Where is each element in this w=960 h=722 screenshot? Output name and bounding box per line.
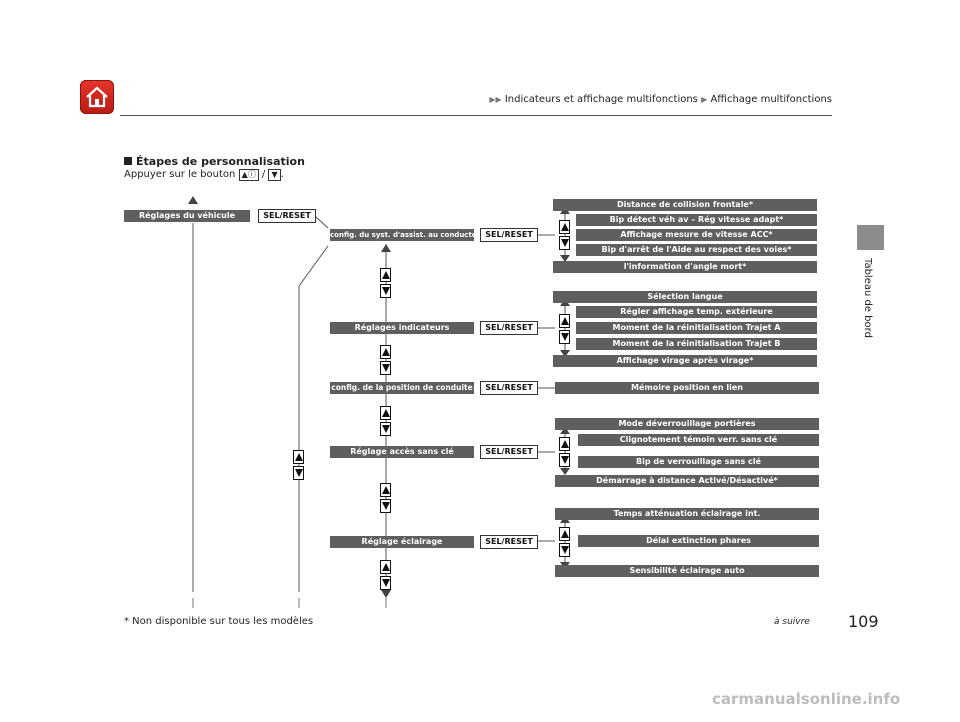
up-down-arrows-icon — [380, 268, 391, 298]
sel-reset-button[interactable]: SEL/RESET — [258, 209, 316, 223]
lighting-item[interactable]: Temps atténuation éclairage int. — [555, 508, 819, 520]
breadcrumb: ▶▶ Indicateurs et affichage multifonctio… — [489, 94, 832, 105]
header-divider — [120, 115, 832, 116]
watermark: carmanualsonline.info — [712, 690, 901, 708]
indicator-item[interactable]: Moment de la réinitialisation Trajet A — [576, 322, 817, 334]
lighting-item[interactable]: Sensibilité éclairage auto — [555, 565, 819, 577]
indicator-item[interactable]: Régler affichage temp. extérieure — [576, 306, 817, 318]
bullet-square-icon — [124, 157, 132, 165]
up-down-arrows-icon — [380, 560, 391, 590]
keyless-item[interactable]: Clignotement témoin verr. sans clé — [578, 434, 819, 446]
up-down-arrows-icon — [559, 220, 570, 250]
menu-driver-assist[interactable]: config. du syst. d'assist. au conducteur… — [330, 229, 474, 241]
indicator-item[interactable]: Affichage virage après virage* — [553, 355, 817, 367]
up-down-arrows-icon — [380, 483, 391, 513]
indicator-item[interactable]: Moment de la réinitialisation Trajet B — [576, 338, 817, 350]
sel-reset-button[interactable]: SEL/RESET — [480, 381, 538, 395]
instruction-separator: / — [261, 169, 266, 180]
instruction-end: . — [280, 169, 284, 180]
menu-keyless-access[interactable]: Réglage accès sans clé — [330, 446, 474, 458]
up-down-arrows-icon — [380, 406, 391, 436]
breadcrumb-arrow-icon: ▶ — [701, 95, 708, 104]
instruction: Appuyer sur le bouton ▲ⓘ / ▼. — [124, 169, 284, 181]
keyless-item[interactable]: Démarrage à distance Activé/Désactivé* — [555, 475, 819, 487]
sel-reset-button[interactable]: SEL/RESET — [480, 535, 538, 549]
sel-reset-button[interactable]: SEL/RESET — [480, 228, 538, 242]
down-button-icon: ▼ — [268, 169, 281, 181]
assist-item[interactable]: Affichage mesure de vitesse ACC* — [576, 229, 817, 241]
up-down-arrows-icon — [380, 345, 391, 375]
assist-item[interactable]: Bip détect véh av – Rég vitesse adapt* — [576, 214, 817, 226]
lighting-item[interactable]: Délai extinction phares — [578, 535, 819, 547]
sel-reset-button[interactable]: SEL/RESET — [480, 321, 538, 335]
up-down-arrows-icon — [559, 314, 570, 344]
instruction-text: Appuyer sur le bouton — [124, 169, 236, 180]
footnote: * Non disponible sur tous les modèles — [124, 616, 314, 627]
breadcrumb-link-display[interactable]: Affichage multifonctions — [710, 94, 832, 105]
assist-item[interactable]: Distance de collision frontale* — [553, 199, 817, 211]
section-title: Étapes de personnalisation — [124, 155, 305, 168]
assist-item[interactable]: Bip d'arrêt de l'Aide au respect des voi… — [576, 244, 817, 256]
menu-lighting[interactable]: Réglage éclairage — [330, 536, 474, 548]
sel-reset-button[interactable]: SEL/RESET — [480, 445, 538, 459]
menu-indicator-settings[interactable]: Réglages indicateurs — [330, 322, 474, 334]
side-tab-label: Tableau de bord — [862, 258, 873, 338]
keyless-item[interactable]: Mode déverrouillage portières — [555, 418, 819, 430]
side-tab[interactable] — [857, 225, 884, 250]
menu-vehicle-settings[interactable]: Réglages du véhicule — [124, 210, 250, 222]
up-down-arrows-icon — [559, 527, 570, 557]
home-icon — [86, 86, 108, 108]
keyless-item[interactable]: Bip de verrouillage sans clé — [578, 456, 819, 468]
up-down-arrows-icon — [559, 437, 570, 467]
indicator-item[interactable]: Sélection langue — [553, 291, 817, 303]
up-down-arrows-icon — [293, 450, 304, 480]
assist-item[interactable]: l'information d'angle mort* — [553, 261, 817, 273]
breadcrumb-arrow-icon: ▶▶ — [489, 95, 502, 104]
breadcrumb-link-indicators[interactable]: Indicateurs et affichage multifonctions — [504, 94, 698, 105]
position-item[interactable]: Mémoire position en lien — [555, 382, 819, 394]
up-info-button-icon: ▲ⓘ — [238, 169, 259, 181]
page-number: 109 — [848, 612, 879, 631]
section-title-text: Étapes de personnalisation — [136, 155, 305, 168]
home-button[interactable] — [80, 80, 114, 114]
continued-label: à suivre — [774, 617, 810, 627]
menu-driving-position[interactable]: config. de la position de conduite — [330, 382, 474, 394]
